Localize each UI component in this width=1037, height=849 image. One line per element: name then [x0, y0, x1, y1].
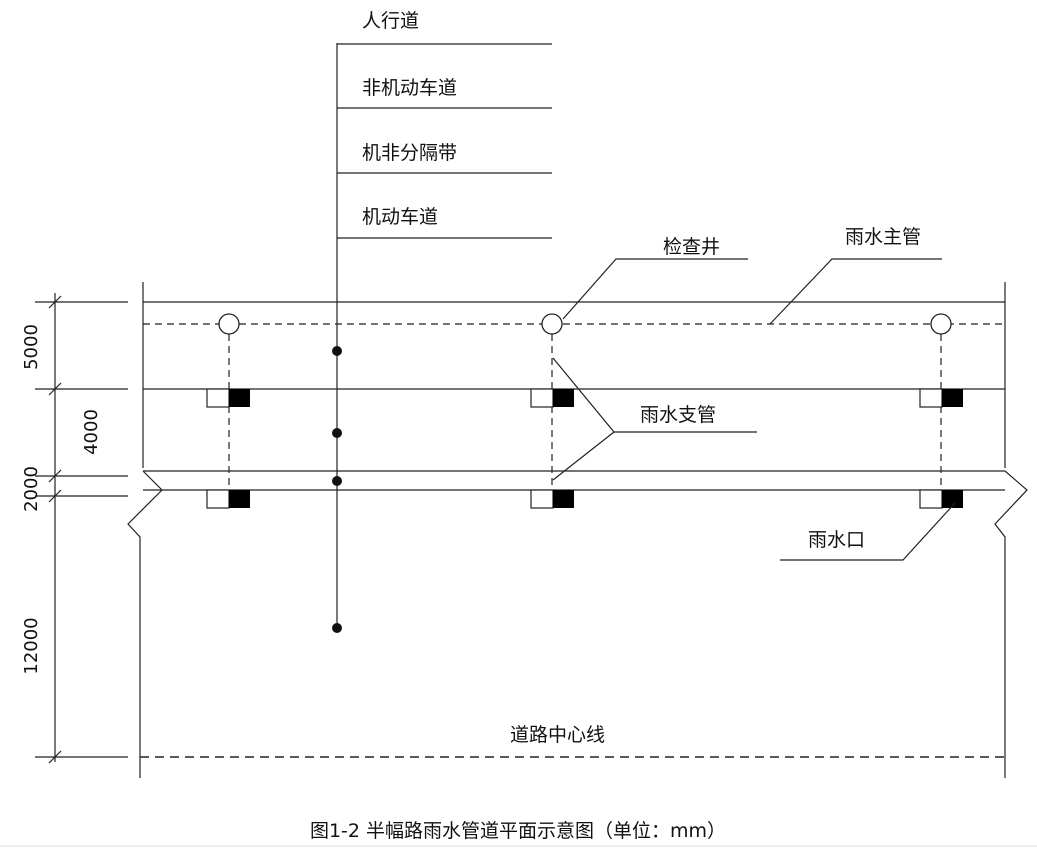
manhole-3: [930, 313, 952, 335]
lane-label-leader: [332, 43, 552, 633]
label-sidewalk: 人行道: [362, 10, 419, 32]
dim-label-4000: 4000: [81, 409, 102, 455]
main-pipe-leader: [769, 258, 942, 325]
left-break-line: [127, 470, 163, 778]
manhole-2: [541, 313, 563, 335]
dim-label-12000: 12000: [21, 617, 42, 674]
inlet-row-lower: [206, 489, 963, 509]
dim-tick-476: [48, 469, 62, 483]
label-non-motor-lane: 非机动车道: [362, 77, 457, 99]
label-manhole: 检查井: [663, 236, 720, 258]
dim-label-5000: 5000: [21, 324, 42, 370]
label-centerline: 道路中心线: [510, 724, 605, 746]
inlet-upper-2-open: [530, 388, 554, 408]
dimension-chain: [35, 293, 128, 764]
inlet-lower-3-open: [919, 489, 943, 509]
manhole-leader: [562, 258, 748, 320]
label-inlet: 雨水口: [808, 529, 865, 551]
branch-pipe-leader-lower: [552, 431, 615, 481]
inlet-upper-1-grate: [229, 389, 250, 407]
inlet-lower-1-open: [206, 489, 230, 509]
label-motor-lane: 机动车道: [362, 206, 438, 228]
inlet-lower-1-grate: [229, 490, 250, 508]
inlet-lower-2-open: [530, 489, 554, 509]
inlet-upper-1-open: [206, 388, 230, 408]
dim-tick-496: [48, 489, 62, 503]
inlet-upper-3-grate: [942, 389, 963, 407]
label-branch-pipe: 雨水支管: [640, 404, 716, 426]
leader-dot-sidewalk: [332, 346, 342, 356]
label-separator-strip: 机非分隔带: [362, 142, 457, 164]
dim-tick-302: [48, 295, 62, 309]
label-main-pipe: 雨水主管: [845, 226, 921, 248]
figure-caption: 图1-2 半幅路雨水管道平面示意图（单位：mm）: [310, 820, 726, 842]
inlet-upper-2-grate: [553, 389, 574, 407]
dim-label-2000: 2000: [21, 466, 42, 512]
inlet-lower-2-grate: [553, 490, 574, 508]
inlet-row-upper: [206, 388, 963, 408]
right-break-line: [994, 470, 1028, 778]
dim-tick-389: [48, 382, 62, 396]
manhole-1: [218, 313, 240, 335]
inlet-leader: [780, 502, 956, 561]
leader-dot-separator: [332, 476, 342, 486]
leader-dot-motor: [332, 623, 342, 633]
road-outline: [127, 282, 1028, 778]
leader-dot-non-motor: [332, 428, 342, 438]
dim-tick-757: [48, 750, 62, 764]
inlet-upper-3-open: [919, 388, 943, 408]
inlet-lower-3-grate: [942, 490, 963, 508]
